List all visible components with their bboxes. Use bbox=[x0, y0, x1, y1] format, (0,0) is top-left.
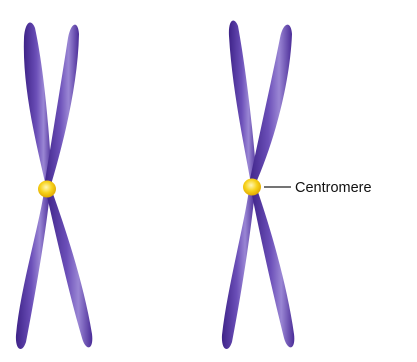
chromosome-right bbox=[222, 21, 294, 349]
centromere bbox=[38, 181, 56, 198]
centromere bbox=[243, 179, 261, 196]
chromatid-arm bbox=[229, 21, 257, 184]
chromatid-arm bbox=[251, 189, 294, 347]
chromatid-arm bbox=[24, 23, 52, 187]
chromatid-arm bbox=[46, 191, 92, 347]
chromatid-arm bbox=[222, 190, 255, 349]
chromatid-arm bbox=[16, 192, 50, 349]
chromatid-arm bbox=[44, 25, 79, 188]
chromosome-left bbox=[16, 23, 92, 349]
centromere-label: Centromere bbox=[295, 180, 372, 196]
chromatid-arm bbox=[249, 25, 292, 185]
